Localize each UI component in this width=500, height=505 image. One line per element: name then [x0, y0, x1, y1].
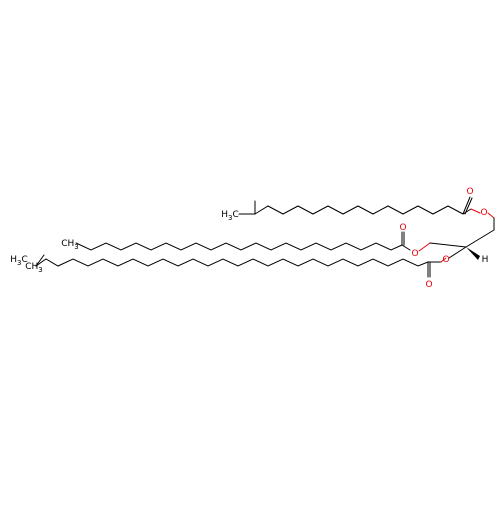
middle-ester-oxygen: O [411, 249, 418, 259]
bottom-carbonyl-oxygen: O [425, 280, 432, 290]
glycerol-top-o-bond [487, 212, 495, 219]
glycerol-c3-c2 [429, 242, 467, 248]
glycerol-sn2-oxygen: O [442, 255, 449, 265]
bottom-ester-o-bond [440, 257, 447, 263]
top-carbonyl-oxygen: O [466, 187, 473, 197]
bottom-acyl-chain: H3C CH3 O [10, 254, 447, 290]
glycerol-backbone: H O [429, 212, 495, 265]
middle-ch3-label: CH3 [61, 239, 79, 251]
middle-acyl-chain: CH3 O O [61, 223, 431, 259]
top-acyl-chain: H3C O O [221, 187, 487, 222]
top-carbonyl-bond-2 [464, 197, 473, 215]
glycerol-c1-c2 [465, 229, 495, 248]
middle-chain-ester-bond [401, 244, 411, 251]
top-ester-oxygen: O [480, 208, 487, 218]
top-ch-label: H3C [221, 210, 239, 222]
top-chain-backbone [254, 205, 464, 215]
bottom-ethyl-bond [35, 254, 45, 267]
glycerol-c2-o [448, 246, 467, 259]
top-ester-o-bond [470, 208, 481, 214]
bottom-ch3-label: CH3 [25, 262, 43, 274]
middle-chain-backbone [75, 242, 403, 251]
middle-ester-o-bond [418, 242, 431, 252]
stereo-hydrogen: H [482, 255, 489, 265]
bottom-chain-backbone [35, 258, 429, 267]
top-chain-ester-bond [462, 208, 472, 215]
middle-carbonyl-oxygen: O [399, 223, 406, 233]
stereo-wedge [466, 247, 480, 260]
top-carbonyl-bond-1 [462, 196, 471, 215]
bottom-h3c-label: H3C [10, 255, 28, 267]
